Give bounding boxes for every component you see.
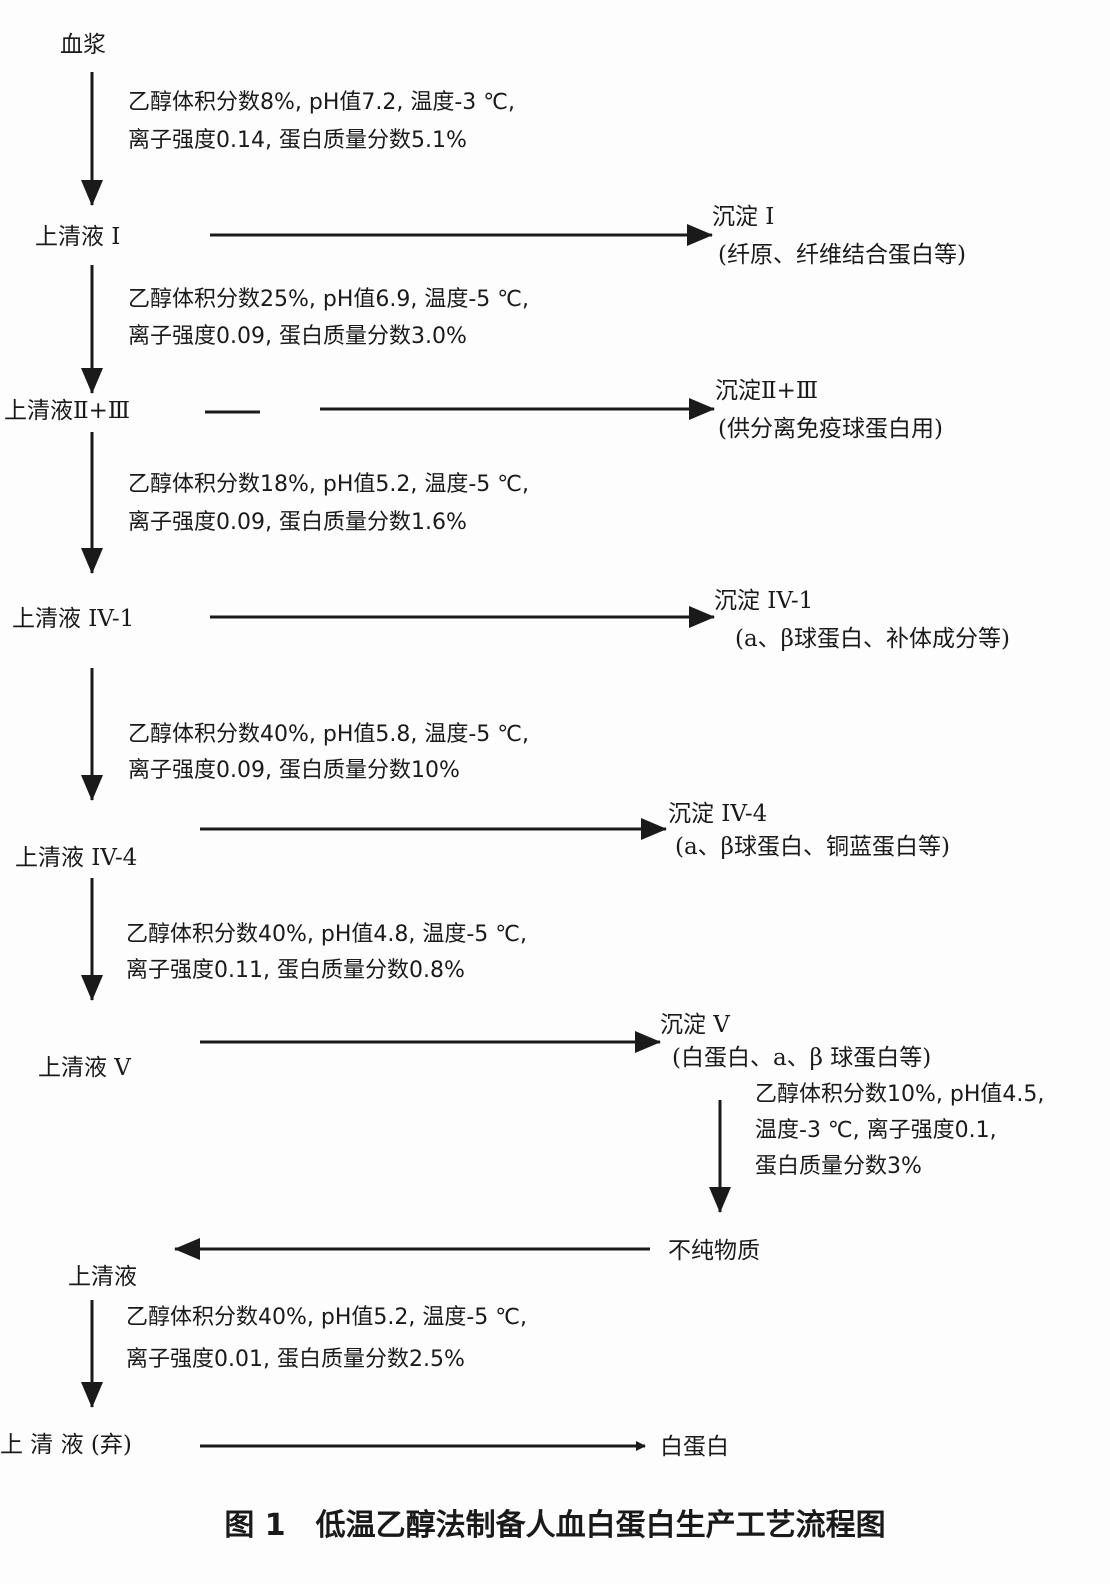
- figure-caption: 图 1 低温乙醇法制备人血白蛋白生产工艺流程图: [224, 1508, 886, 1543]
- condition-5-line-1: 乙醇体积分数40%, pH值4.8, 温度-5 ℃,: [126, 922, 527, 947]
- node-supernatant-discard: 上 清 液 (弃): [0, 1432, 132, 1458]
- precipitate-4-4-note: (a、β球蛋白、铜蓝蛋白等): [675, 834, 950, 860]
- node-plasma: 血浆: [60, 32, 106, 58]
- condition-1-line-2: 离子强度0.14, 蛋白质量分数5.1%: [128, 128, 467, 153]
- condition-6-line-3: 蛋白质量分数3%: [755, 1154, 922, 1179]
- node-supernatant-2-3: 上清液Ⅱ+Ⅲ: [4, 398, 131, 424]
- condition-6-line-2: 温度-3 ℃, 离子强度0.1,: [755, 1118, 997, 1143]
- condition-4-line-1: 乙醇体积分数40%, pH值5.8, 温度-5 ℃,: [128, 722, 529, 747]
- condition-5-line-2: 离子强度0.11, 蛋白质量分数0.8%: [126, 958, 465, 983]
- node-precipitate-2-3: 沉淀Ⅱ+Ⅲ: [715, 378, 819, 404]
- node-precipitate-4-1: 沉淀 IV-1: [714, 588, 814, 614]
- condition-3-line-2: 离子强度0.09, 蛋白质量分数1.6%: [128, 510, 467, 535]
- condition-2-line-1: 乙醇体积分数25%, pH值6.9, 温度-5 ℃,: [128, 287, 529, 312]
- condition-7-line-1: 乙醇体积分数40%, pH值5.2, 温度-5 ℃,: [126, 1305, 527, 1330]
- node-impure-matter: 不纯物质: [668, 1238, 760, 1264]
- node-precipitate-1: 沉淀 Ⅰ: [712, 204, 775, 230]
- node-supernatant-final: 上清液: [68, 1264, 137, 1290]
- condition-4-line-2: 离子强度0.09, 蛋白质量分数10%: [128, 758, 460, 783]
- precipitate-1-note: (纤原、纤维结合蛋白等): [718, 242, 966, 268]
- condition-2-line-2: 离子强度0.09, 蛋白质量分数3.0%: [128, 324, 467, 349]
- condition-7-line-2: 离子强度0.01, 蛋白质量分数2.5%: [126, 1347, 465, 1372]
- condition-3-line-1: 乙醇体积分数18%, pH值5.2, 温度-5 ℃,: [128, 472, 529, 497]
- precipitate-2-3-note: (供分离免疫球蛋白用): [718, 416, 943, 442]
- condition-6-line-1: 乙醇体积分数10%, pH值4.5,: [755, 1082, 1045, 1107]
- node-supernatant-4-1: 上清液 IV-1: [12, 606, 135, 632]
- node-precipitate-4-4: 沉淀 IV-4: [668, 801, 768, 827]
- node-supernatant-1: 上清液 Ⅰ: [35, 224, 121, 250]
- precipitate-4-1-note: (a、β球蛋白、补体成分等): [735, 626, 1010, 652]
- node-supernatant-5: 上清液 V: [38, 1055, 131, 1081]
- node-albumin: 白蛋白: [660, 1434, 729, 1460]
- node-supernatant-4-4: 上清液 IV-4: [15, 845, 138, 871]
- precipitate-5-note: (白蛋白、a、β 球蛋白等): [672, 1045, 932, 1071]
- node-precipitate-5: 沉淀 V: [660, 1012, 730, 1038]
- condition-1-line-1: 乙醇体积分数8%, pH值7.2, 温度-3 ℃,: [128, 90, 515, 115]
